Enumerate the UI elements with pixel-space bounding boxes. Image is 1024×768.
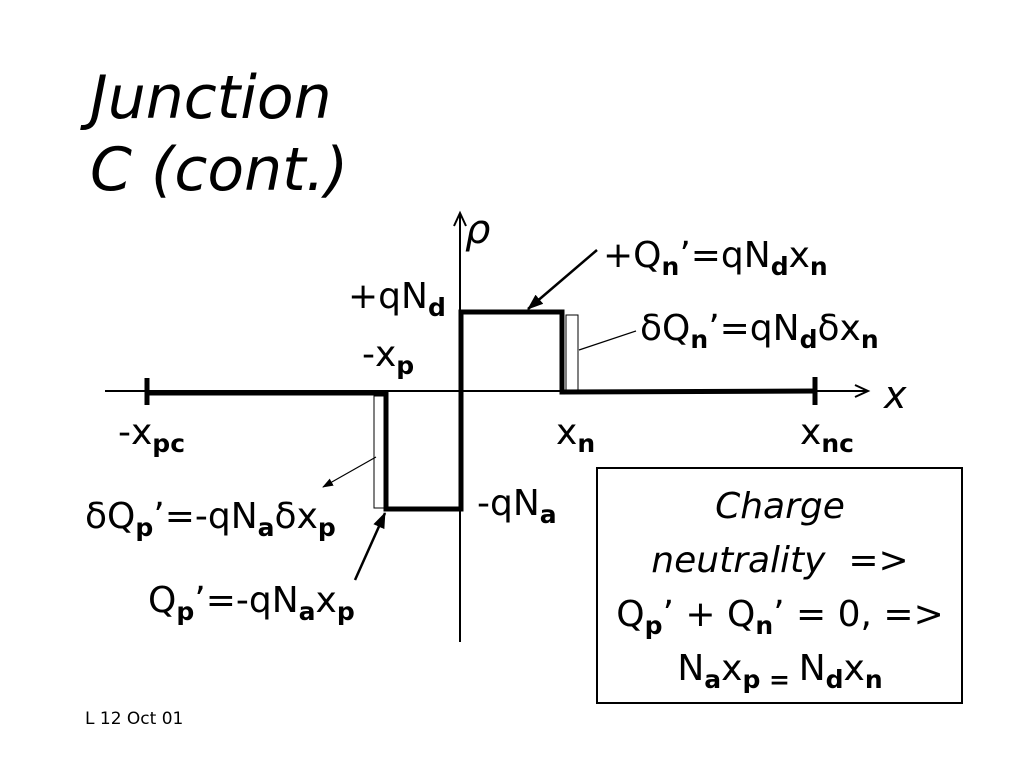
label-text: -x [362,334,396,375]
eq-text: ’=qN [708,308,799,349]
eq-subscript: n [690,325,708,354]
eq-text: ’=-qN [153,496,257,537]
rho-axis-arrowhead-icon [453,210,467,227]
rho-axis-label: ρ [465,207,490,253]
eq-text: δx [817,308,860,349]
eq-text: +Q [603,235,662,276]
eq-text: x [721,648,742,689]
eq-subscript: n [755,611,773,640]
eq-subscript: n [861,325,879,354]
eq-subscript: a [258,513,275,542]
label-subscript: a [540,500,557,529]
label-subscript: pc [152,429,185,458]
eq-subscript: n [810,252,828,281]
xn-label: xn [556,412,595,458]
eq-subscript: d [800,325,818,354]
acceptor-charge-level-label: -qNa [477,483,557,529]
eq-text: N [799,648,826,689]
eq-subscript: p [318,513,336,542]
label-subscript: n [577,429,595,458]
eq-text: Q [616,594,644,635]
eq-text: x [844,648,865,689]
neutrality-line-3: Qp’ + Qn’ = 0, => [616,594,944,640]
eq-subscript: p [176,597,194,626]
eq-subscript: = [760,665,798,694]
eq-text: δQ [640,308,690,349]
eq-subscript: p [742,665,760,694]
dqn-pointer-line [578,330,637,351]
neutrality-line-2: neutrality => [651,540,908,581]
eq-subscript: p [645,611,663,640]
eq-subscript: p [135,513,153,542]
eq-text: x [316,580,337,621]
label-text: -qN [477,483,540,524]
qn-pointer-arrow [527,249,598,310]
dqn-charge-equation: δQn’=qNdδxn [640,308,879,354]
eq-text: Q [148,580,176,621]
slide-title-line-2: C (cont.) [90,135,348,205]
eq-text: N [677,648,704,689]
eq-text: x [789,235,810,276]
eq-text: ’ + Q [662,594,755,635]
eq-text: ’=qN [679,235,770,276]
neutrality-line-4: Naxp = Ndxn [677,648,882,694]
delta-qp-sliver [373,395,386,509]
eq-subscript: d [826,665,844,694]
label-text: x [556,412,577,453]
neg-xpc-label: -xpc [118,412,185,458]
label-text: +qN [348,276,428,317]
xnc-label: xnc [800,412,854,458]
eq-subscript: a [299,597,316,626]
eq-text: δQ [85,496,135,537]
neutrality-line-1: Charge [715,486,845,527]
eq-subscript: d [771,252,789,281]
slide-footer: L 12 Oct 01 [85,709,183,729]
x-axis-label: x [883,373,907,417]
eq-text: ’=-qN [194,580,298,621]
qp-pointer-arrow [353,512,387,581]
dqp-pointer-arrow [322,456,377,488]
donor-charge-level-label: +qNd [348,276,446,322]
eq-subscript: n [662,252,680,281]
x-axis-arrowhead-icon [854,384,871,398]
eq-subscript: p [337,597,355,626]
dqp-charge-equation: δQp’=-qNaδxp [85,496,336,542]
label-subscript: nc [821,429,854,458]
charge-density-profile [144,309,818,512]
delta-qn-sliver [565,314,579,391]
eq-text: δx [275,496,318,537]
neg-xp-label: -xp [362,334,414,380]
eq-subscript: a [704,665,721,694]
qn-charge-equation: +Qn’=qNdxn [603,235,828,281]
charge-neutrality-box [596,467,963,704]
label-subscript: p [396,351,414,380]
eq-text: ’ = 0, => [773,594,944,635]
slide-title-line-1: Junction [80,63,332,133]
qp-charge-equation: Qp’=-qNaxp [148,580,355,626]
label-text: -x [118,412,152,453]
eq-subscript: n [865,665,883,694]
label-subscript: d [428,293,446,322]
label-text: x [800,412,821,453]
